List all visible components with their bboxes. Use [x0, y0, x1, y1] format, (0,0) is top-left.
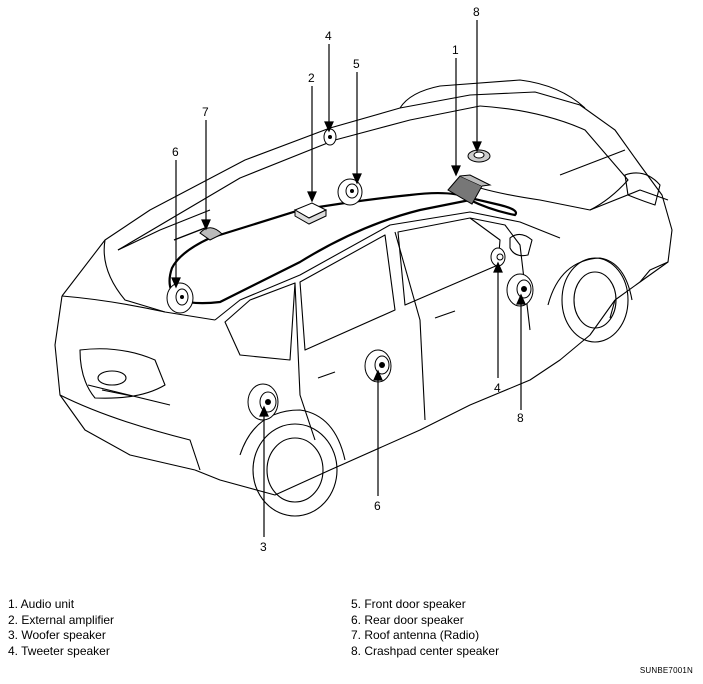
woofer-speaker: [247, 383, 279, 421]
external-amplifier: [293, 202, 328, 225]
callout-5: 5: [353, 57, 360, 71]
front-door-speaker-top: [337, 178, 363, 206]
rear-left-speaker: [166, 282, 194, 314]
legend-right-column: 5. Front door speaker 6. Rear door speak…: [351, 597, 499, 659]
wiring-harness: [168, 191, 518, 305]
callout-1: 1: [452, 43, 459, 57]
roof-antenna: [173, 227, 223, 241]
leader-lines: [171, 20, 526, 537]
car-outline: [54, 79, 673, 517]
front-door-speaker-side: [506, 273, 534, 307]
tweeter-speaker-top: [323, 128, 337, 146]
callout-6-door: 6: [374, 499, 381, 513]
legend-item: 5. Front door speaker: [351, 597, 466, 611]
callout-4-side: 4: [494, 381, 501, 395]
audio-system-diagram: 1 2 3 4 4 5 6 6 7 8 8: [54, 5, 673, 554]
legend-item: 4. Tweeter speaker: [8, 643, 110, 658]
callout-6-left: 6: [172, 145, 179, 159]
legend-item: 3. Woofer speaker: [8, 628, 106, 642]
center-speaker-top: [467, 149, 491, 163]
legend-item: 6. Rear door speaker: [351, 612, 464, 627]
callout-2: 2: [308, 71, 315, 85]
callout-8-side: 8: [517, 411, 524, 425]
callout-3: 3: [260, 540, 267, 554]
figure-code: SUNBE7001N: [639, 666, 693, 675]
rear-door-speaker: [364, 349, 392, 383]
legend-item: 8. Crashpad center speaker: [351, 643, 500, 658]
callout-4-top: 4: [325, 29, 332, 43]
audio-unit: [447, 174, 492, 205]
callout-7: 7: [202, 105, 209, 119]
legend-item: 2. External amplifier: [8, 612, 115, 627]
legend-left-column: 1. Audio unit 2. External amplifier 3. W…: [8, 597, 114, 659]
callout-8-top: 8: [473, 5, 480, 19]
legend-item: 7. Roof antenna (Radio): [351, 628, 480, 642]
legend-item: 1. Audio unit: [8, 597, 75, 611]
